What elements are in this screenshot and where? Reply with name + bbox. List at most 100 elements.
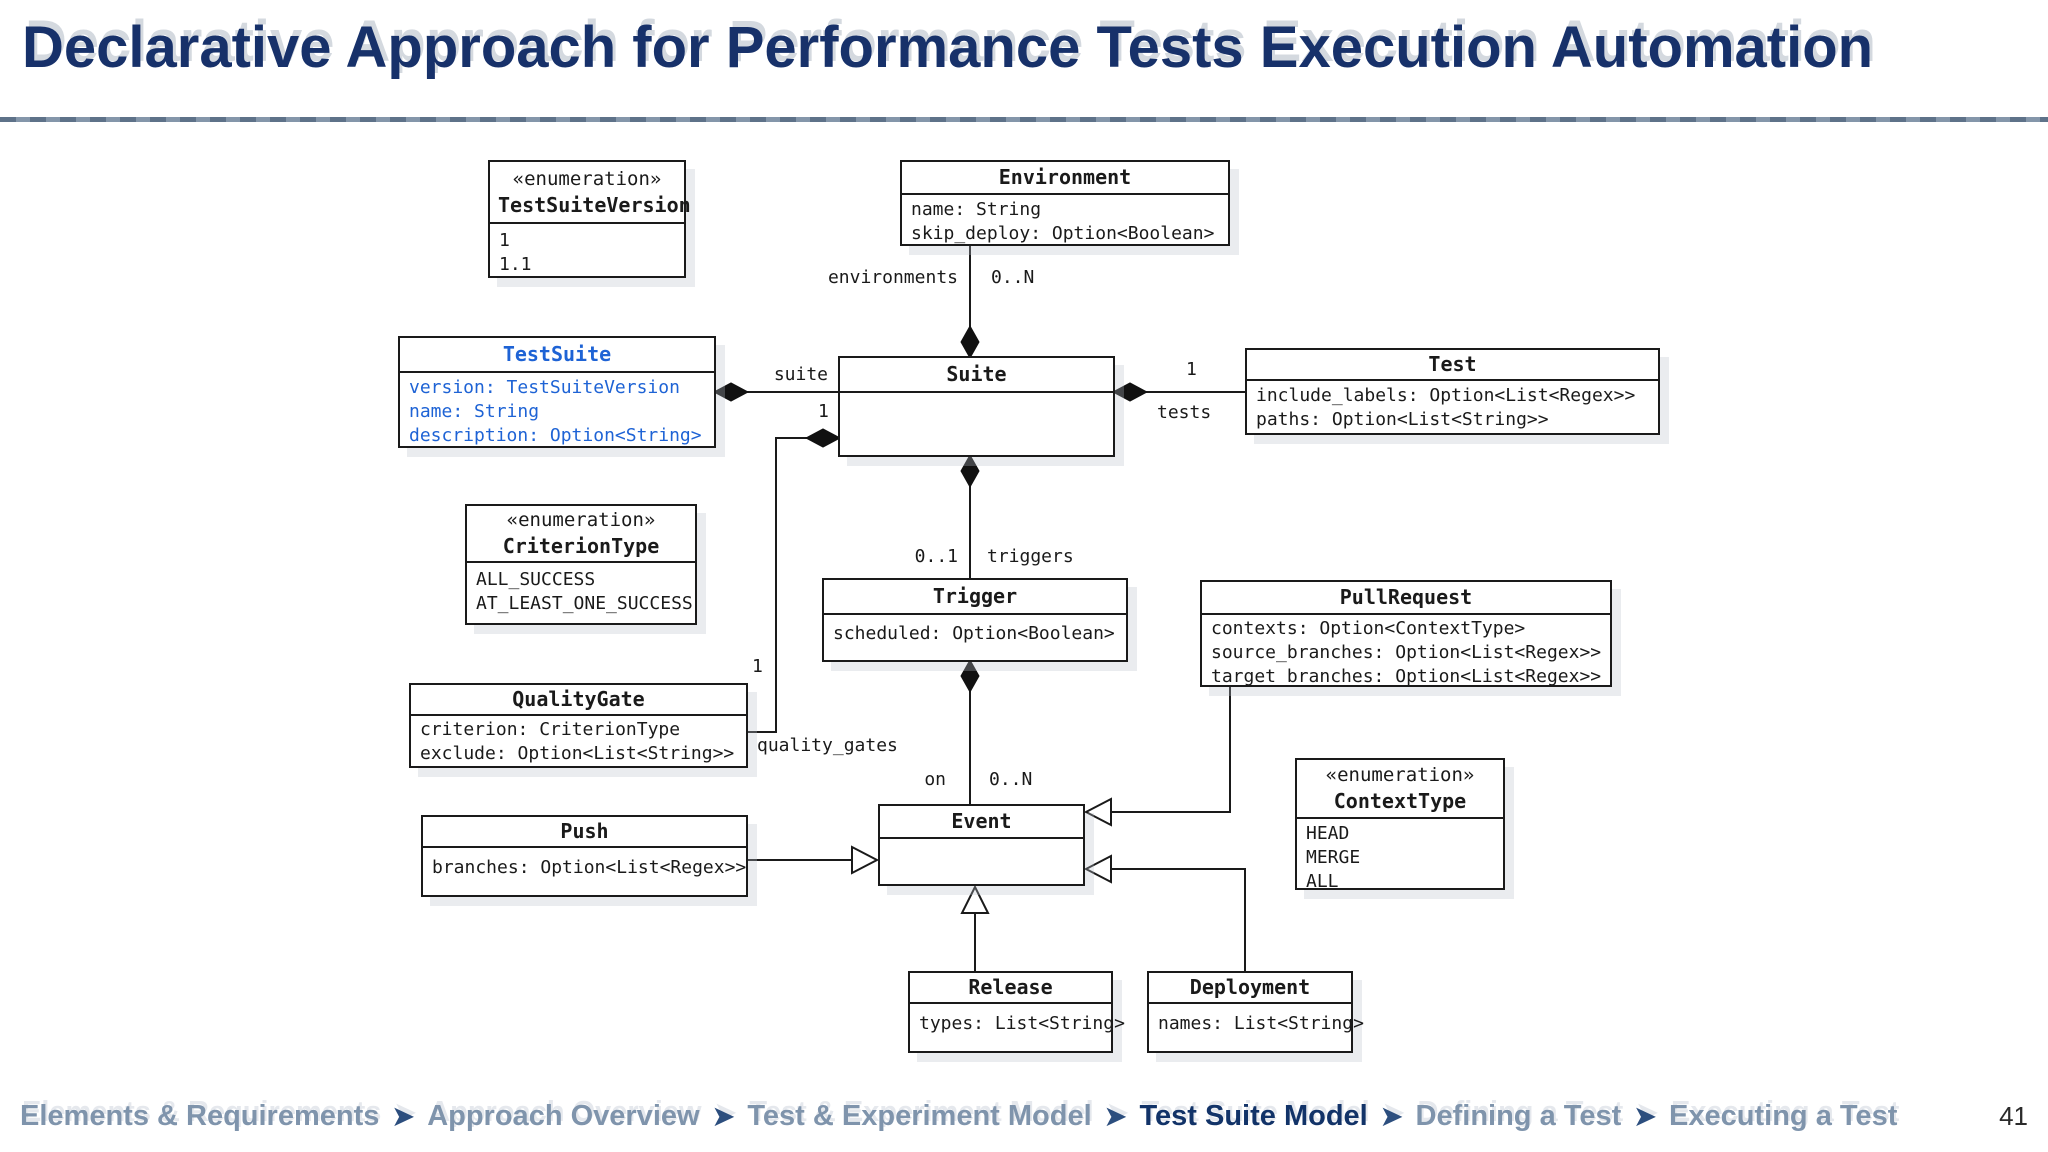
class-name: Push — [560, 819, 609, 843]
enum-literal: MERGE — [1306, 847, 1361, 868]
breadcrumb-arrow-icon: ➤ — [1380, 1101, 1403, 1131]
attribute: names: List<String> — [1158, 1013, 1364, 1034]
class-box-release: Release types: List<String> — [908, 971, 1125, 1053]
edge-suite-triggers — [960, 453, 980, 578]
class-name: Event — [951, 809, 1012, 833]
enum-literal: AT_LEAST_ONE_SUCCESS — [476, 593, 693, 614]
breadcrumb-item-approach-overview[interactable]: Approach Overview — [427, 1100, 700, 1132]
composition-diamond — [1111, 382, 1149, 402]
class-name: ContextType — [1333, 789, 1467, 813]
attribute: name: String — [911, 199, 1042, 220]
edge-deployment-event — [1083, 854, 1246, 971]
attribute: include_labels: Option<List<Regex>> — [1256, 385, 1636, 406]
breadcrumb: Elements & Requirements ➤ Approach Overv… — [20, 1100, 2028, 1133]
class-box-contexttype: «enumeration» ContextType HEAD MERGE ALL — [1295, 758, 1505, 892]
breadcrumb-item-test-suite-model[interactable]: Test Suite Model — [1139, 1100, 1368, 1132]
enum-literal: 1 — [499, 230, 510, 251]
class-name: Test — [1428, 352, 1477, 376]
generalization-triangle — [851, 845, 880, 875]
class-box-environment: Environment name: String skip_deploy: Op… — [900, 160, 1230, 246]
class-name: Release — [968, 975, 1053, 999]
breadcrumb-item-executing-a-test[interactable]: Executing a Test — [1669, 1100, 1898, 1132]
breadcrumb-item-test-experiment-model[interactable]: Test & Experiment Model — [747, 1100, 1092, 1132]
enum-literal: ALL — [1306, 871, 1339, 892]
enum-literal: HEAD — [1306, 823, 1350, 844]
class-name: Trigger — [932, 584, 1018, 608]
attribute: criterion: CriterionType — [420, 719, 681, 740]
class-box-criteriontype: «enumeration» CriterionType ALL_SUCCESS … — [465, 504, 697, 625]
class-name: Environment — [998, 165, 1132, 189]
breadcrumb-arrow-icon: ➤ — [1634, 1101, 1657, 1131]
breadcrumb-arrow-icon: ➤ — [1104, 1101, 1127, 1131]
stereotype-label: «enumeration» — [1325, 764, 1475, 786]
class-name: QualityGate — [512, 687, 645, 711]
composition-diamond — [712, 382, 750, 402]
edge-label-qualitygates: quality_gates — [757, 735, 898, 756]
composition-diamond — [960, 453, 980, 489]
composition-diamond — [960, 324, 980, 360]
breadcrumb-item-defining-a-test[interactable]: Defining a Test — [1415, 1100, 1622, 1132]
edge-label-suite-mult: 1 — [818, 401, 829, 422]
class-box-push: Push branches: Option<List<Regex>> — [421, 815, 748, 897]
class-box-qualitygate: QualityGate criterion: CriterionType exc… — [409, 683, 748, 768]
edge-label-on-mult: 0..N — [989, 769, 1033, 790]
class-box-pullrequest: PullRequest contexts: Option<ContextType… — [1200, 580, 1612, 687]
edge-label-environments: environments — [827, 267, 958, 288]
generalization-triangle — [1083, 854, 1112, 884]
attribute: scheduled: Option<Boolean> — [833, 623, 1115, 644]
edge-label-suite: suite — [773, 364, 828, 385]
attribute: description: Option<String> — [409, 425, 702, 446]
attribute: branches: Option<List<Regex>> — [432, 857, 747, 878]
stereotype-label: «enumeration» — [512, 168, 662, 190]
class-name: CriterionType — [502, 534, 660, 558]
enum-literal: 1.1 — [499, 254, 532, 275]
edge-suite-tests — [1111, 382, 1245, 402]
composition-diamond — [960, 658, 980, 694]
edge-label-triggers-mult: 0..1 — [914, 546, 958, 567]
attribute: skip_deploy: Option<Boolean> — [911, 223, 1215, 244]
attribute: types: List<String> — [919, 1013, 1125, 1034]
class-name: Suite — [946, 362, 1007, 386]
generalization-triangle — [960, 884, 990, 914]
class-name: PullRequest — [1339, 585, 1473, 609]
attribute: contexts: Option<ContextType> — [1211, 618, 1526, 639]
edge-pullrequest-event — [1083, 687, 1231, 827]
breadcrumb-arrow-icon: ➤ — [392, 1101, 415, 1131]
edge-label-on: on — [924, 769, 946, 790]
attribute: paths: Option<List<String>> — [1256, 409, 1549, 430]
edge-suite-qualitygates — [748, 428, 842, 733]
edge-push-event — [748, 845, 880, 875]
composition-diamond — [804, 428, 842, 448]
class-name: TestSuite — [502, 342, 612, 366]
enum-literal: ALL_SUCCESS — [476, 569, 596, 590]
class-name: Deployment — [1189, 975, 1311, 999]
class-name: TestSuiteVersion — [498, 193, 691, 217]
edge-label-environments-mult: 0..N — [991, 267, 1035, 288]
generalization-triangle — [1083, 797, 1112, 827]
breadcrumb-arrow-icon: ➤ — [712, 1101, 735, 1131]
edge-label-triggers: triggers — [987, 546, 1074, 567]
edge-label-qualitygates-mult: 1 — [752, 656, 763, 677]
class-box-deployment: Deployment names: List<String> — [1147, 971, 1364, 1053]
attribute: version: TestSuiteVersion — [409, 377, 680, 398]
page-title: Declarative Approach for Performance Tes… — [22, 15, 1874, 80]
stereotype-label: «enumeration» — [506, 509, 656, 531]
edge-trigger-events — [960, 658, 980, 804]
breadcrumb-item-elements-requirements[interactable]: Elements & Requirements — [20, 1100, 380, 1132]
class-box-trigger: Trigger scheduled: Option<Boolean> — [822, 578, 1128, 662]
class-box-testsuite: TestSuite version: TestSuiteVersion name… — [398, 336, 716, 448]
class-box-test: Test include_labels: Option<List<Regex>>… — [1245, 348, 1660, 435]
class-box-event: Event — [878, 804, 1085, 886]
edge-label-tests-mult: 1 — [1186, 359, 1197, 380]
page-number: 41 — [1999, 1101, 2028, 1131]
divider-line — [0, 117, 2048, 122]
class-box-testsuiteversion: «enumeration» TestSuiteVersion 1 1.1 — [488, 160, 691, 278]
attribute: target_branches: Option<List<Regex>> — [1211, 666, 1602, 687]
edge-testsuite-suite — [712, 382, 838, 402]
attribute: source_branches: Option<List<Regex>> — [1211, 642, 1602, 663]
attribute: exclude: Option<List<String>> — [420, 743, 735, 764]
edge-release-event — [960, 884, 990, 971]
edge-suite-environments — [960, 245, 980, 360]
